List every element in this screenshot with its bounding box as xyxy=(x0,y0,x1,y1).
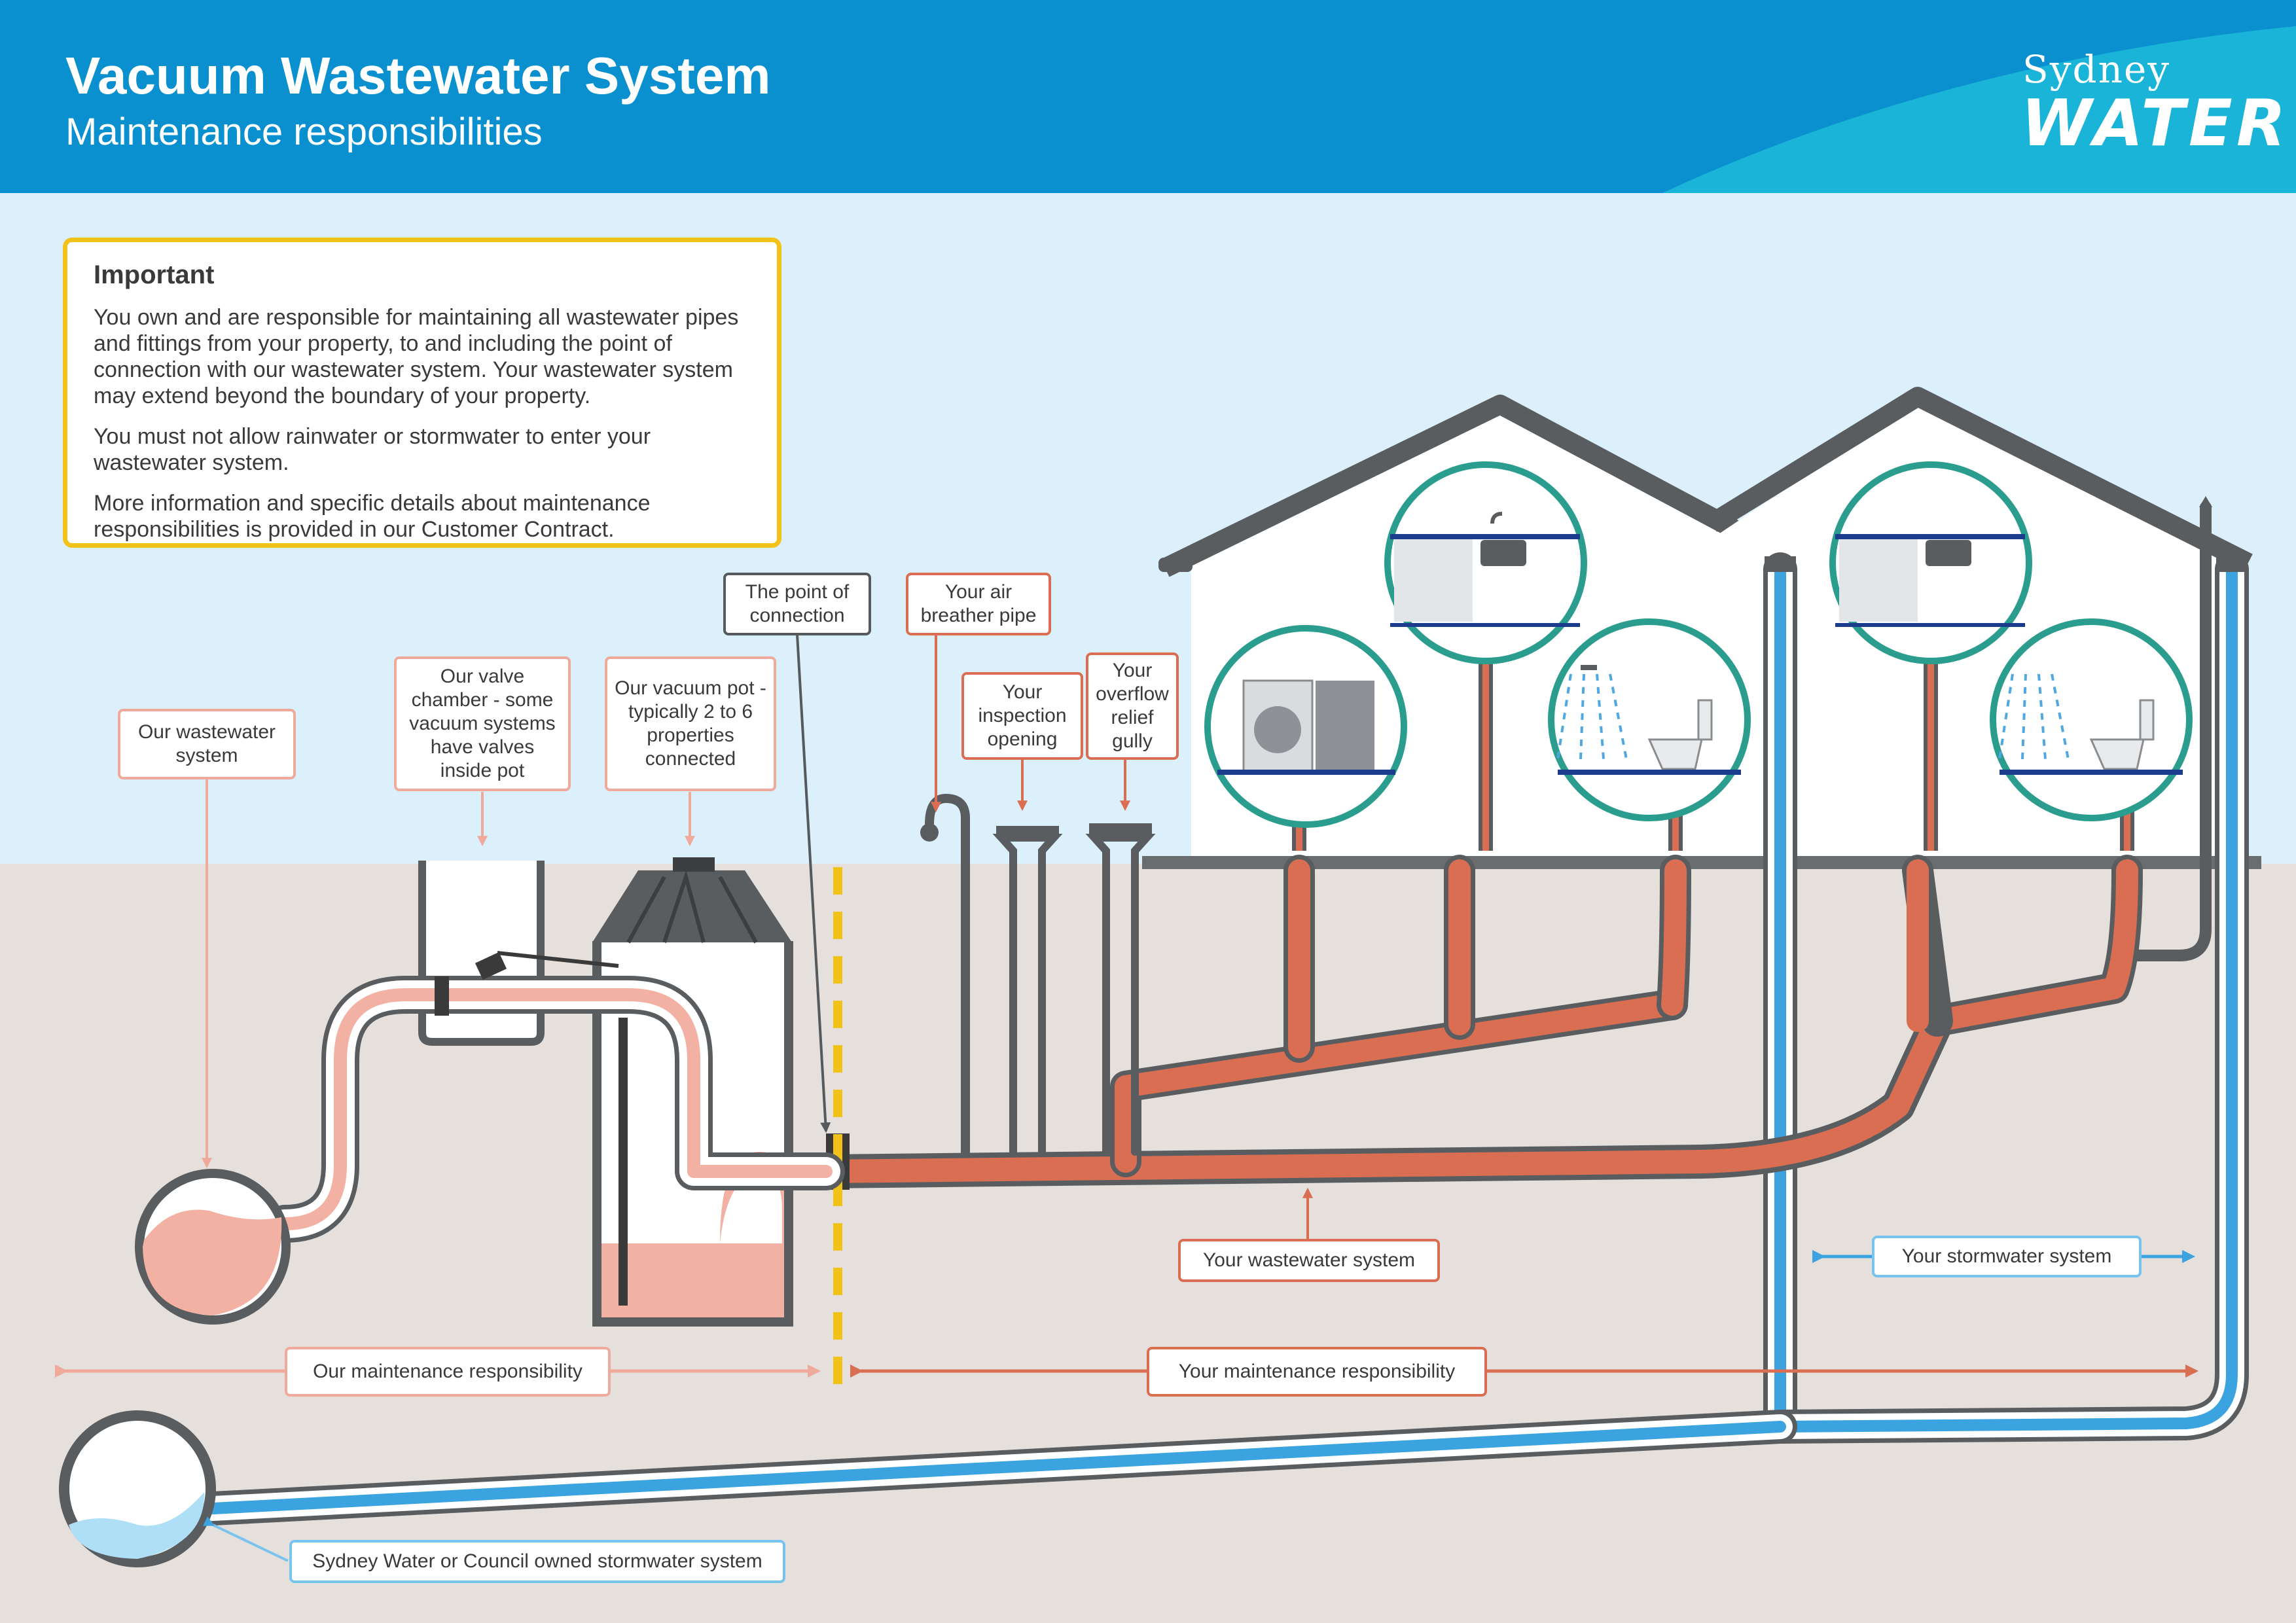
overflow-gully-grate xyxy=(1089,823,1152,838)
label-your-maintenance-responsibility: Your maintenance responsibility xyxy=(1147,1347,1487,1397)
header-swoosh xyxy=(1662,26,2296,193)
private-wastewater-pipes xyxy=(808,855,2143,1188)
logo-text-top: Sydney xyxy=(2022,47,2171,92)
stormwater-pipes xyxy=(134,552,2249,1529)
pointer-lines xyxy=(202,634,1313,1562)
label-our-maintenance-responsibility: Our maintenance responsibility xyxy=(285,1347,611,1397)
label-point-of-connection: The point of connection xyxy=(723,573,871,635)
page-title: Vacuum Wastewater System xyxy=(65,46,771,105)
valve-fitting xyxy=(435,951,619,1016)
important-notice: Important You own and are responsible fo… xyxy=(63,238,781,548)
label-your-wastewater-system: Your wastewater system xyxy=(1178,1239,1440,1282)
air-breather-cap xyxy=(920,823,939,842)
logo-text-bottom: WATER xyxy=(2021,86,2290,161)
page-subtitle: Maintenance responsibilities xyxy=(65,111,543,153)
important-paragraph: You own and are responsible for maintain… xyxy=(94,305,739,408)
fixture-kitchen-left xyxy=(1384,461,1587,664)
important-heading: Important xyxy=(94,260,215,289)
label-your-stormwater-system: Your stormwater system xyxy=(1872,1236,2142,1277)
important-paragraph: More information and specific details ab… xyxy=(94,491,651,542)
vent-pipe xyxy=(2121,501,2212,961)
fixture-bathroom-left xyxy=(1548,618,1751,821)
important-paragraph: You must not allow rainwater or stormwat… xyxy=(94,424,651,475)
vent-cap xyxy=(2199,496,2212,507)
label-council-stormwater-system: Sydney Water or Council owned stormwater… xyxy=(289,1540,785,1583)
label-inspection-opening: Your inspection opening xyxy=(961,672,1083,760)
public-wastewater-main xyxy=(135,1169,291,1325)
label-overflow-relief-gully: Your overflow relief gully xyxy=(1086,652,1179,760)
label-our-wastewater-system: Our wastewater system xyxy=(118,709,296,779)
fixture-bathroom-right xyxy=(1990,618,2193,821)
inspection-opening-cap xyxy=(996,826,1059,838)
vacuum-main-pipe xyxy=(266,976,845,1243)
label-valve-chamber: Our valve chamber - some vacuum systems … xyxy=(394,656,571,791)
label-air-breather-pipe: Your air breather pipe xyxy=(906,573,1051,635)
label-vacuum-pot: Our vacuum pot - typically 2 to 6 proper… xyxy=(605,656,776,791)
public-stormwater-main xyxy=(59,1410,216,1567)
fixture-kitchen-right xyxy=(1829,461,2032,664)
fixture-laundry xyxy=(1204,625,1407,828)
ground-slab xyxy=(1142,856,2261,869)
